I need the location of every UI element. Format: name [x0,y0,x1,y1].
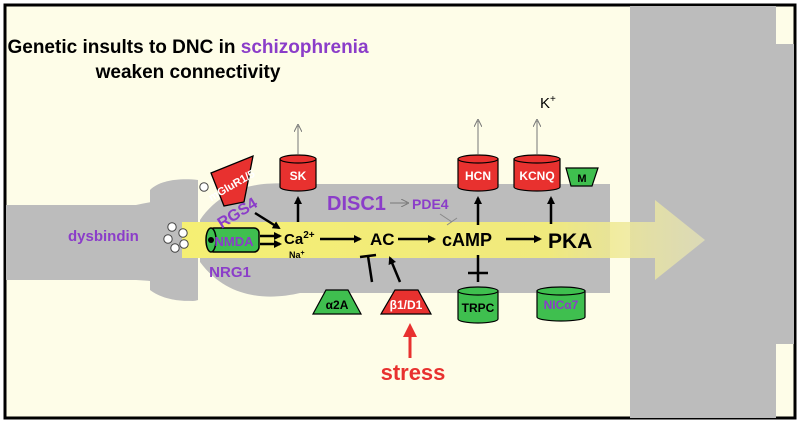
nmda-label: NMDA [215,234,255,249]
sk-label: SK [290,169,307,183]
na-text: Na [289,250,301,260]
pde4-inhibit-bar [446,217,458,226]
hcn-channel: HCN [457,154,499,192]
nica7-channel: NICα7 [536,286,586,322]
m-receptor: M [565,167,599,187]
ca-superscript: 2+ [303,230,315,241]
alpha2a-receptor: α2A [311,289,363,315]
ca-text: Ca [284,231,304,248]
hcn-label: HCN [465,169,491,183]
ac-label: AC [370,230,395,249]
diagram-subtitle: weaken connectivity [95,62,281,83]
nmda-receptor: NMDA [205,227,260,253]
vesicle-cluster [163,182,209,253]
na-superscript: + [301,250,305,257]
camp-label: cAMP [442,230,492,250]
a2a-inhibits-ac-bar [359,253,377,259]
k-text: K [540,95,550,112]
pka-label: PKA [548,230,592,253]
rgs4-to-ca-arrow [254,211,281,230]
na-ion-label: Na+ [289,250,305,260]
kcnq-label: KCNQ [519,169,554,183]
beta1-d1-label: β1/D1 [390,298,423,312]
pde4-inhibit-line [439,213,453,223]
stress-label: stress [381,360,446,385]
pde4-label: PDE4 [412,196,449,212]
diagram-title: Genetic insults to DNC in schizophrenia [7,37,368,58]
disc1-label: DISC1 [327,193,386,215]
alpha2a-label: α2A [326,298,349,312]
beta1-d1-receptor: β1/D1 [379,289,433,315]
pathway-arrows [254,196,555,283]
potassium-label: K+ [540,94,556,112]
trpc-channel: TRPC [457,286,499,324]
trpc-label: TRPC [462,301,495,315]
presynaptic-terminal [6,179,198,301]
title-highlight: schizophrenia [241,37,369,58]
title-prefix: Genetic insults to DNC in [7,37,240,58]
m-label: M [577,173,586,185]
b1d1-to-ac-arrow [388,256,402,283]
k-superscript: + [550,94,556,105]
dendrite-shaft [630,6,794,418]
signal-flow-arrow [182,200,705,280]
ca-ion-label: Ca2+ [284,230,315,248]
nica7-label: NICα7 [544,298,579,312]
nrg1-label: NRG1 [209,264,251,281]
sk-channel: SK [279,154,317,192]
a2a-inhibits-ac-line [366,255,374,283]
dysbindin-label: dysbindin [68,228,139,245]
kcnq-channel: KCNQ [513,154,561,192]
